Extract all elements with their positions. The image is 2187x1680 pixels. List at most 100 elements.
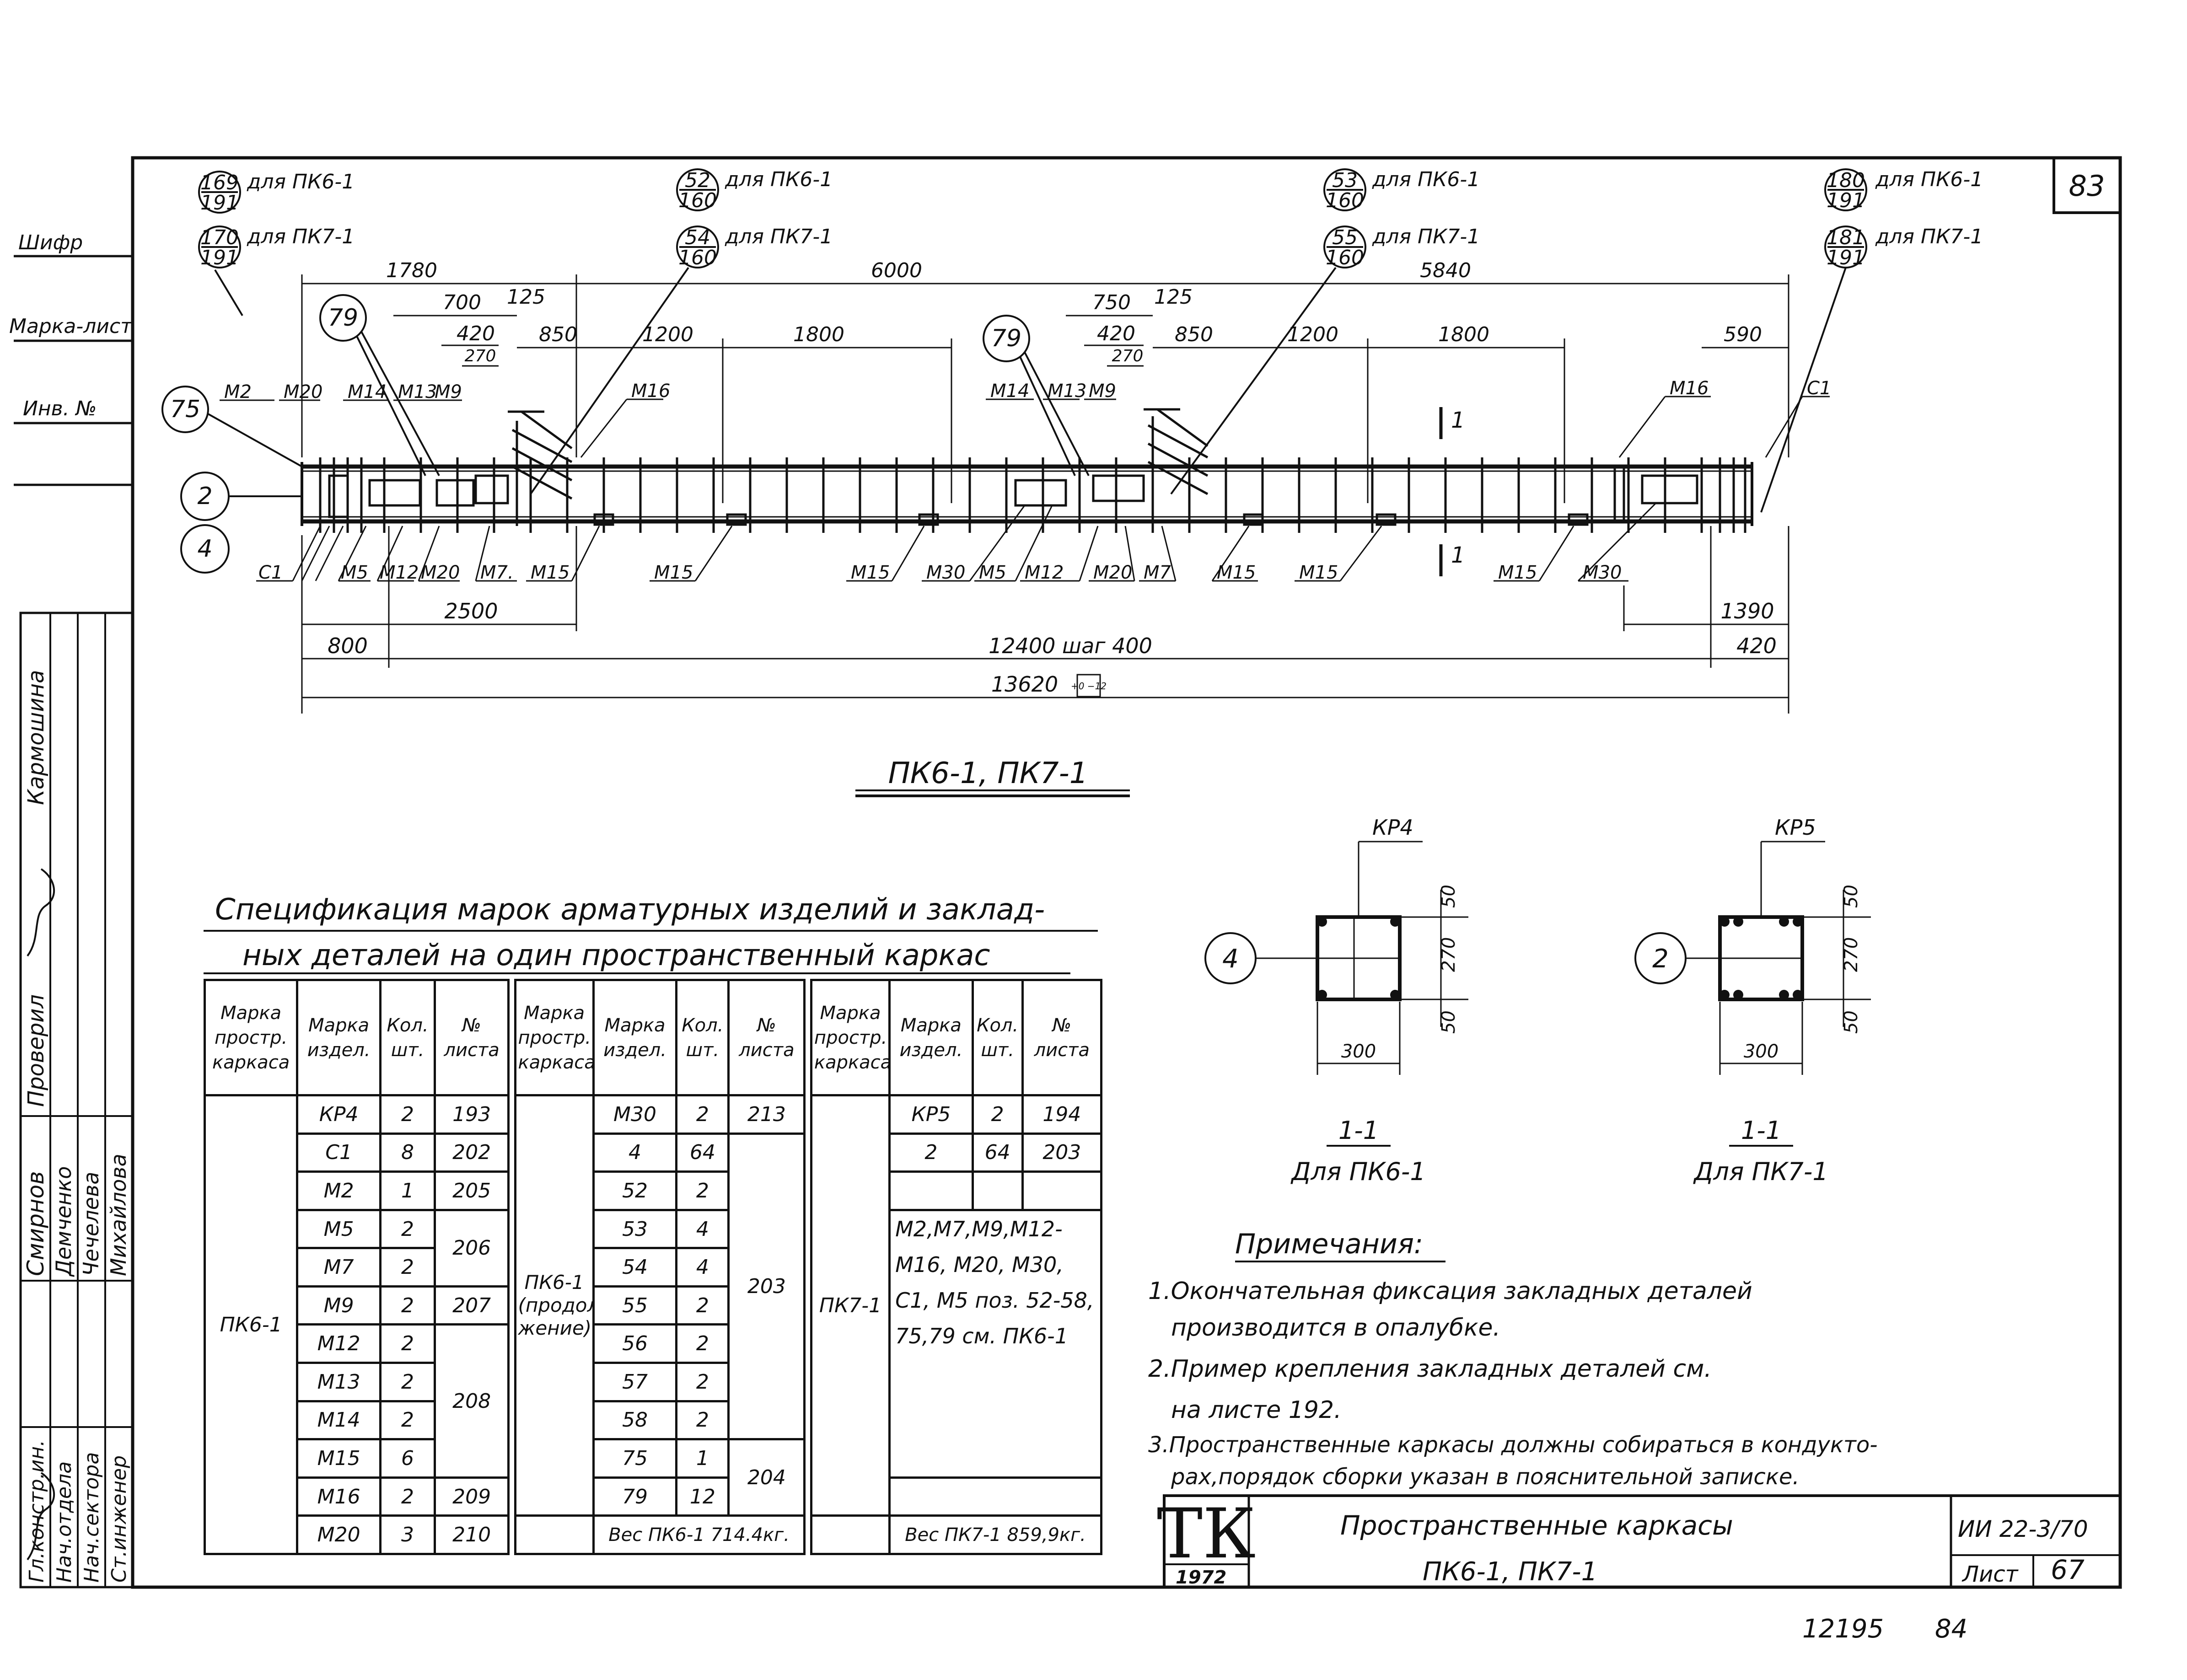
section-kr5-dim-top: 50 — [1841, 885, 1862, 908]
table-cell: 2 — [379, 1094, 436, 1135]
callout-169-text: для ПК6-1 — [247, 170, 355, 193]
mark-bot-m5: М5 — [341, 562, 368, 583]
header-item-3: Марка издел. — [888, 979, 974, 1096]
table-cell: 213 — [727, 1094, 806, 1135]
name-sector-head: Чечелева — [79, 1172, 103, 1276]
table-cell: 2 — [971, 1094, 1024, 1135]
side-stamp: Шифр Марка-лист Инв. № — [9, 231, 133, 486]
col3-weight: Вес ПК7-1 859,9кг. — [888, 1514, 1102, 1555]
title-code: ИИ 22-3/70 — [1958, 1516, 2088, 1542]
mark-bot-m15-a: М15 — [531, 562, 570, 583]
section-kr5-dim-mid: 270 — [1841, 937, 1862, 972]
table-row: М5 — [296, 1208, 382, 1250]
callout-170-den: 191 — [200, 246, 239, 269]
section-kr5-label: КР5 — [1775, 815, 1816, 840]
mark-top-m9-b: М9 — [1089, 381, 1116, 402]
table-cell: 2 — [379, 1285, 436, 1326]
table-cell: 4 — [675, 1247, 730, 1288]
table-row: С1 — [296, 1132, 382, 1173]
dim-1200-a: 1200 — [642, 323, 693, 346]
frame-elevation: 169 191 для ПК6-1 170 191 для ПК7-1 52 1… — [161, 168, 1983, 797]
note-3: 3.Пространственные каркасы должны собира… — [1148, 1432, 1885, 1490]
table-cell: 207 — [434, 1285, 510, 1326]
table-row: 54 — [592, 1247, 678, 1288]
table-row: КР5 — [888, 1094, 974, 1135]
col3-frame: ПК7-1 — [810, 1094, 891, 1517]
table-cell: 2 — [379, 1208, 436, 1250]
section-kr4-caption: Для ПК6-1 — [1290, 1157, 1426, 1186]
table-cell: 202 — [434, 1132, 510, 1173]
callout-181-den: 191 — [1827, 246, 1865, 269]
section-kr4-label: КР4 — [1372, 815, 1413, 840]
table-cell: 6 — [379, 1438, 436, 1479]
callout-169-num: 169 — [200, 171, 239, 194]
callout-53-den: 160 — [1326, 189, 1364, 212]
table-cell: 1 — [379, 1170, 436, 1211]
table-cell: 193 — [434, 1094, 510, 1135]
tolerance-note: +0 −12 — [1071, 681, 1107, 692]
table-cell: 2 — [675, 1094, 730, 1135]
dim-1800-b: 1800 — [1438, 323, 1489, 346]
dim-1200-b: 1200 — [1287, 323, 1338, 346]
dim-800: 800 — [328, 633, 368, 658]
table-row: 79 — [592, 1476, 678, 1517]
table-cell: 2 — [379, 1400, 436, 1441]
table-row: М15 — [296, 1438, 382, 1479]
callout-180-num: 180 — [1827, 169, 1865, 192]
dim-1390: 1390 — [1720, 599, 1774, 623]
table-cell: 2 — [379, 1476, 436, 1517]
circle-79-a: 79 — [328, 304, 358, 332]
checker-signature — [27, 868, 55, 957]
title-block: ТК 1972 Пространственные каркасы ПК6-1, … — [1157, 1494, 2122, 1644]
header-qty-1: Кол. шт. — [379, 979, 436, 1096]
mark-top-m20: М20 — [284, 381, 322, 403]
table-cell: 2 — [675, 1362, 730, 1402]
dim-750: 750 — [1092, 291, 1131, 314]
role-chief: Гл.констр.ин. — [25, 1440, 48, 1583]
callout-53-num: 53 — [1332, 169, 1358, 192]
dim-6000: 6000 — [871, 259, 922, 282]
title-sheet-label: Лист — [1961, 1562, 2019, 1587]
callout-55-den: 160 — [1326, 246, 1364, 269]
dim-1800-a: 1800 — [793, 323, 844, 346]
col3-note: М2,М7,М9,М12-М16, М20, М30, С1, М5 поз. … — [888, 1208, 1102, 1479]
dim-270-b: 270 — [1112, 347, 1144, 365]
mark-bot-m7: М7. — [480, 562, 514, 583]
section-kr4-dim-bot: 50 — [1438, 1010, 1459, 1034]
header-sheet-2: № листа — [727, 979, 806, 1096]
dim-850-b: 850 — [1175, 323, 1213, 346]
mark-bot-m15-b: М15 — [654, 562, 693, 583]
table-row: 53 — [592, 1208, 678, 1250]
mark-bot-m30-b: М30 — [1583, 562, 1622, 583]
dim-590: 590 — [1724, 323, 1762, 346]
mark-bot-m30-a: М30 — [926, 562, 965, 583]
section-kr5-dim-width: 300 — [1744, 1041, 1779, 1062]
bottom-page: 84 — [1935, 1614, 1967, 1644]
section-kr4-dim-width: 300 — [1341, 1041, 1376, 1062]
title-name-1: Пространственные каркасы — [1340, 1510, 1733, 1541]
callout-181-text: для ПК7-1 — [1875, 225, 1983, 248]
col1-frame: ПК6-1 — [203, 1094, 299, 1555]
mark-bot-m15-c: М15 — [851, 562, 890, 583]
elevation-title: ПК6-1, ПК7-1 — [888, 757, 1088, 790]
mark-bot-m20-b: М20 — [1093, 562, 1132, 583]
mark-bot-m5-b: М5 — [979, 562, 1006, 583]
table-row: 58 — [592, 1400, 678, 1441]
header-frame-3: Марка простр. каркаса — [810, 979, 891, 1096]
notes: Примечания: 1.Окончательная фиксация зак… — [1148, 1228, 1885, 1490]
section-mark-top: 1 — [1451, 408, 1465, 433]
mark-bot-m15-f: М15 — [1498, 562, 1537, 583]
title-name-2: ПК6-1, ПК7-1 — [1423, 1557, 1597, 1587]
section-kr5-circle: 2 — [1652, 944, 1669, 974]
mark-top-m16-b: М16 — [1670, 378, 1709, 399]
table-cell: 194 — [1021, 1094, 1103, 1135]
dim-420-bottom: 420 — [1736, 633, 1777, 658]
table-row: М13 — [296, 1362, 382, 1402]
title-sheet-value: 67 — [2051, 1554, 2085, 1585]
table-cell: 2 — [675, 1323, 730, 1364]
name-chief: Смирнов — [22, 1171, 49, 1276]
table-row: 4 — [592, 1132, 678, 1173]
table-row: 52 — [592, 1170, 678, 1211]
mark-top-m2: М2 — [224, 381, 252, 403]
